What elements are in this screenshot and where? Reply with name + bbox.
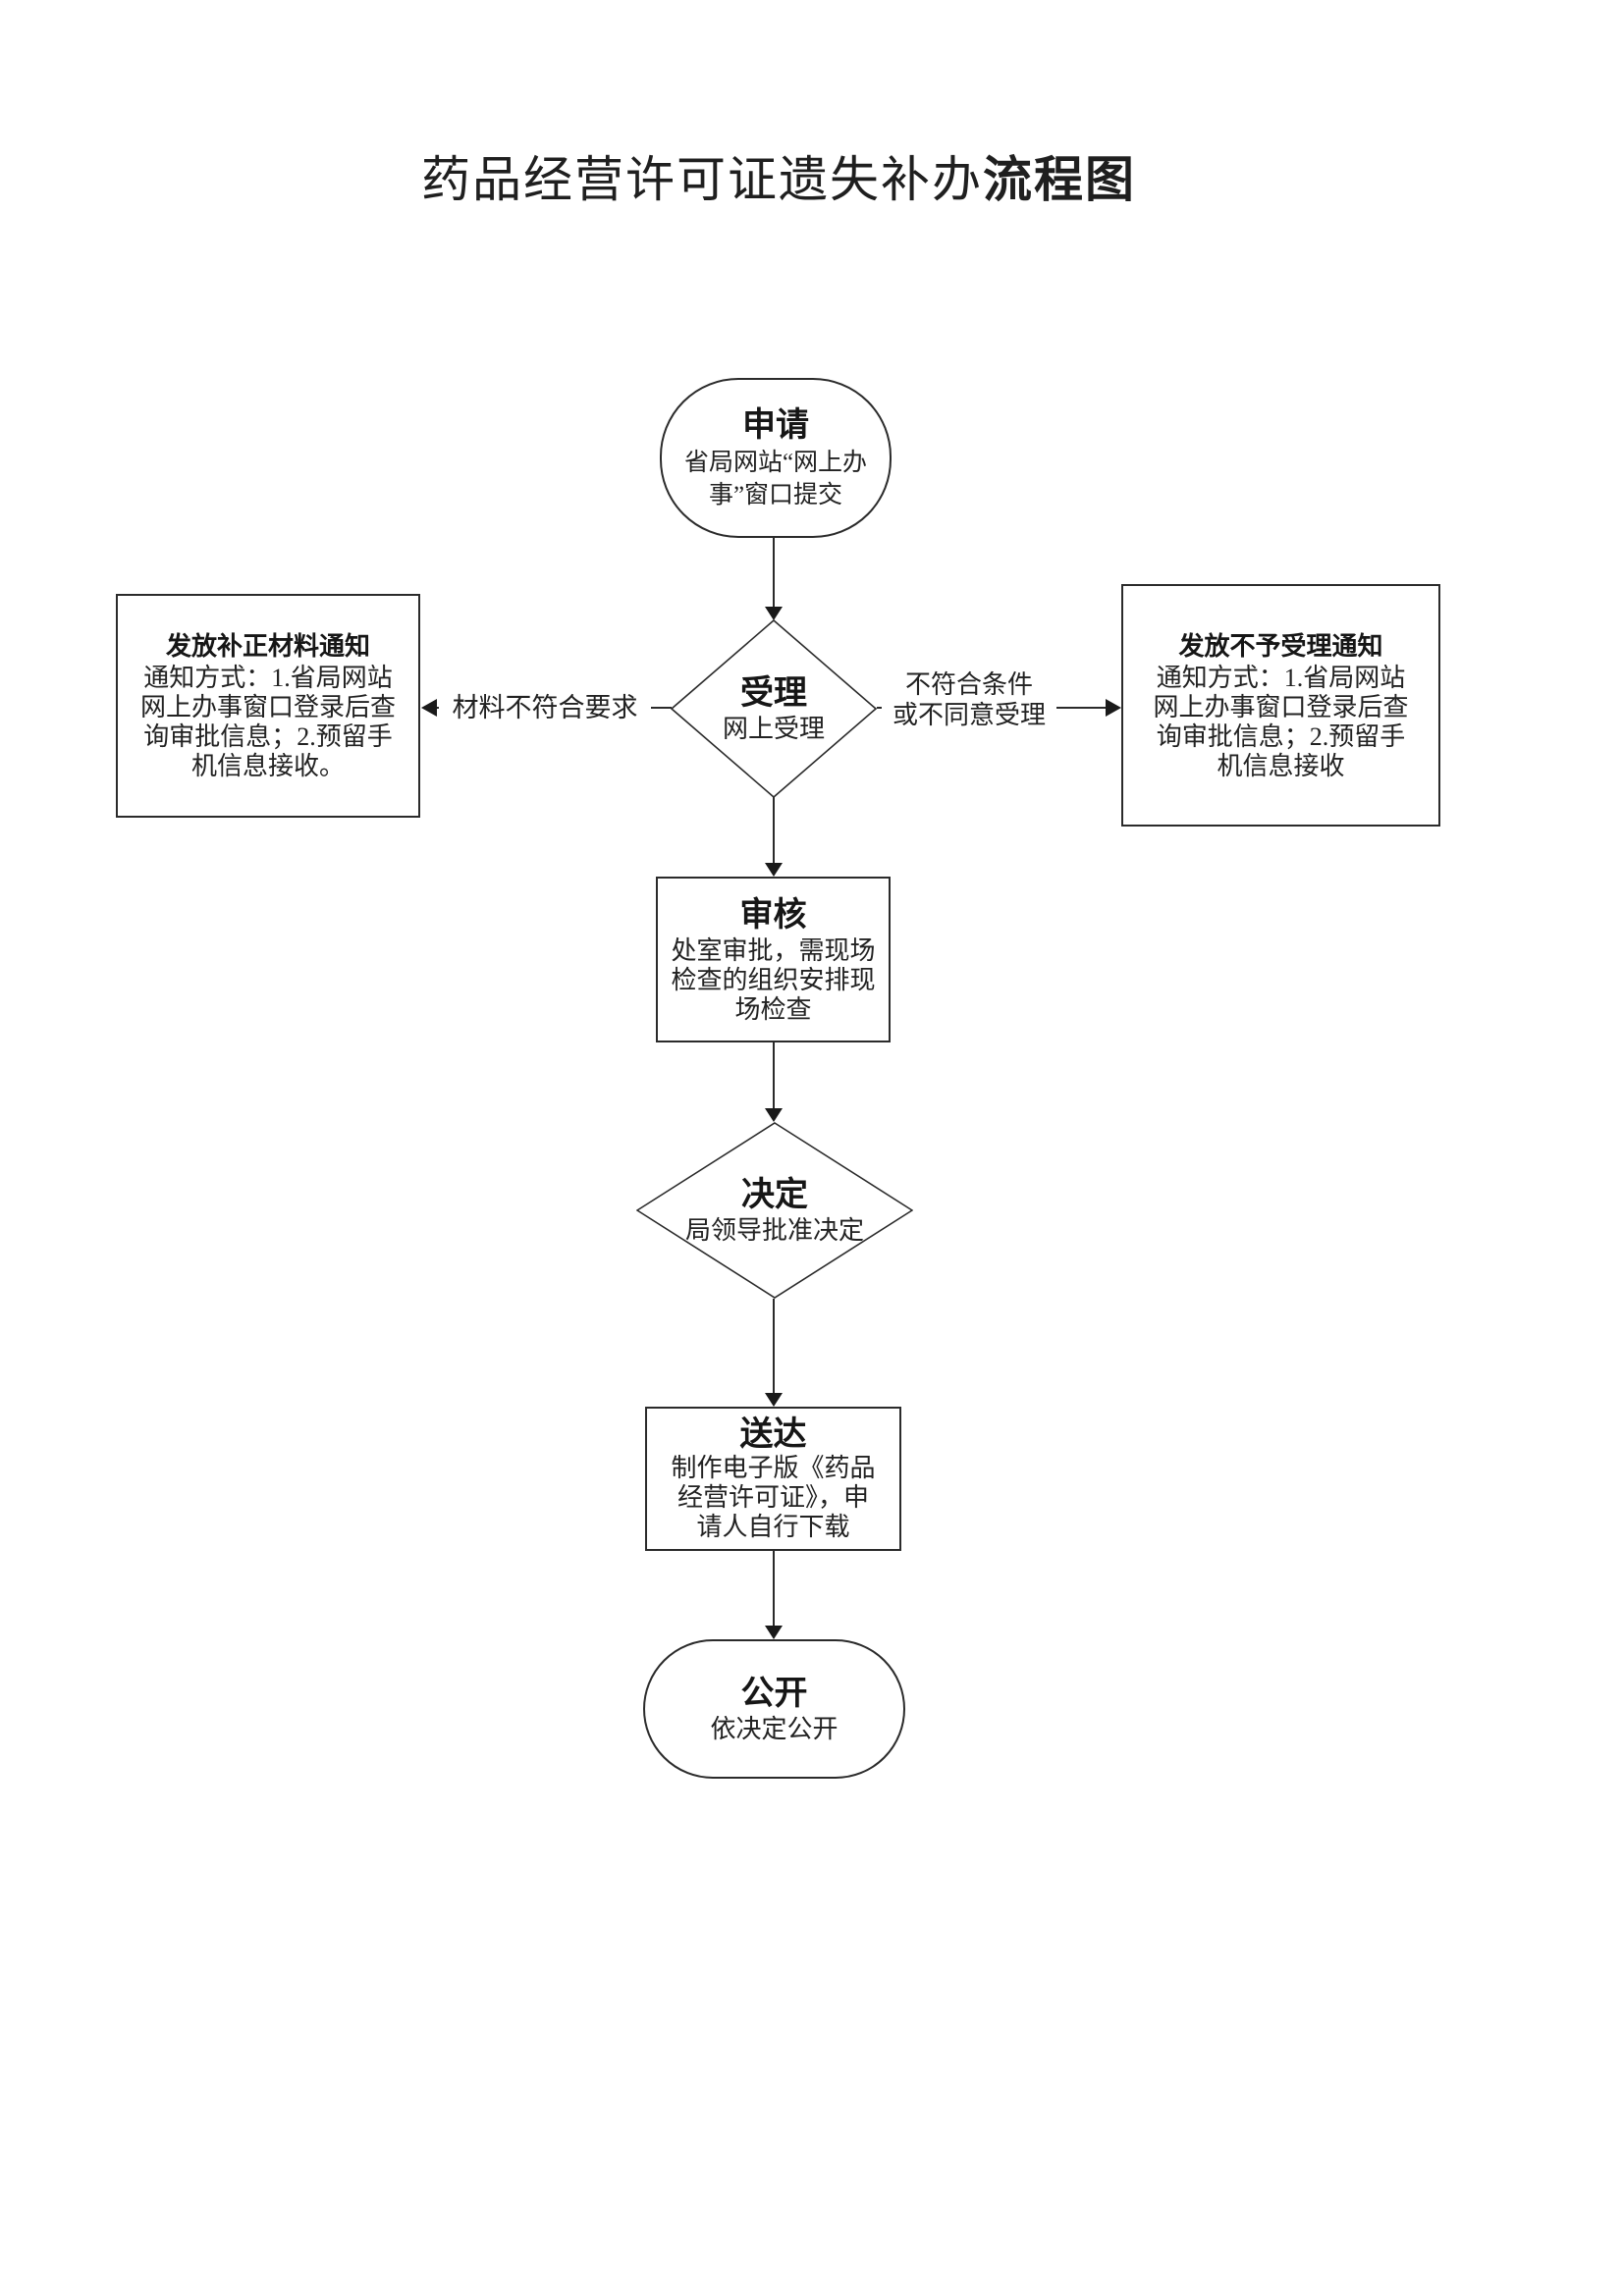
node-review: 审核 处室审批，需现场检查的组织安排现场检查	[656, 877, 891, 1042]
node-correction-notice-body: 通知方式：1.省局网站网上办事窗口登录后查询审批信息；2.预留手机信息接收。	[139, 664, 396, 780]
page-title-prefix: 药品经营许可证遗失补办	[421, 152, 983, 207]
node-publish-body: 依决定公开	[710, 1715, 839, 1743]
arrowhead-delivery-publish	[765, 1626, 783, 1639]
node-decision: 决定 局领导批准决定	[636, 1122, 913, 1299]
node-rejection-notice-title: 发放不予受理通知	[1178, 631, 1383, 661]
node-delivery: 送达 制作电子版《药品经营许可证》，申请人自行下载	[645, 1407, 901, 1551]
connector-apply-accept	[773, 538, 775, 608]
node-apply: 申请 省局网站“网上办事”窗口提交	[660, 378, 892, 538]
node-apply-title: 申请	[742, 406, 809, 444]
edge-label-material-not-conforming: 材料不符合要求	[439, 693, 651, 723]
node-correction-notice: 发放补正材料通知 通知方式：1.省局网站网上办事窗口登录后查询审批信息；2.预留…	[116, 594, 420, 818]
arrowhead-apply-accept	[765, 607, 783, 620]
node-accept-body: 网上受理	[722, 715, 825, 743]
node-delivery-title: 送达	[739, 1415, 807, 1453]
arrowhead-accept-rejection	[1106, 699, 1121, 717]
node-publish: 公开 依决定公开	[643, 1639, 905, 1779]
edge-label-not-qualified: 不符合条件 或不同意受理	[882, 669, 1056, 730]
node-rejection-notice: 发放不予受理通知 通知方式：1.省局网站网上办事窗口登录后查询审批信息；2.预留…	[1121, 584, 1440, 827]
node-accept-title: 受理	[740, 675, 807, 712]
page-title: 药品经营许可证遗失补办流程图	[0, 140, 1557, 211]
node-publish-title: 公开	[740, 1676, 808, 1712]
arrowhead-accept-correction	[421, 699, 437, 717]
arrowhead-review-decision	[765, 1108, 783, 1122]
page-title-bold-suffix: 流程图	[983, 152, 1136, 207]
connector-decision-delivery	[773, 1299, 775, 1394]
connector-accept-review	[773, 797, 775, 863]
node-delivery-body: 制作电子版《药品经营许可证》，申请人自行下载	[671, 1453, 876, 1541]
node-decision-body: 局领导批准决定	[684, 1216, 864, 1245]
decision-diamond-shape	[636, 1122, 913, 1299]
node-apply-body: 省局网站“网上办事”窗口提交	[683, 449, 868, 508]
arrowhead-decision-delivery	[765, 1393, 783, 1407]
node-review-title: 审核	[739, 896, 807, 934]
edge-label-not-qualified-line2: 或不同意受理	[892, 701, 1046, 729]
connector-review-decision	[773, 1042, 775, 1108]
node-review-body: 处室审批，需现场检查的组织安排现场检查	[671, 935, 876, 1024]
connector-delivery-publish	[773, 1551, 775, 1627]
edge-label-not-qualified-line1: 不符合条件	[904, 670, 1033, 699]
node-correction-notice-title: 发放补正材料通知	[165, 632, 370, 661]
arrowhead-accept-review	[765, 863, 783, 877]
node-decision-title: 决定	[741, 1177, 808, 1213]
node-accept: 受理 网上受理	[671, 619, 877, 798]
node-rejection-notice-body: 通知方式：1.省局网站网上办事窗口登录后查询审批信息；2.预留手机信息接收	[1153, 663, 1409, 780]
